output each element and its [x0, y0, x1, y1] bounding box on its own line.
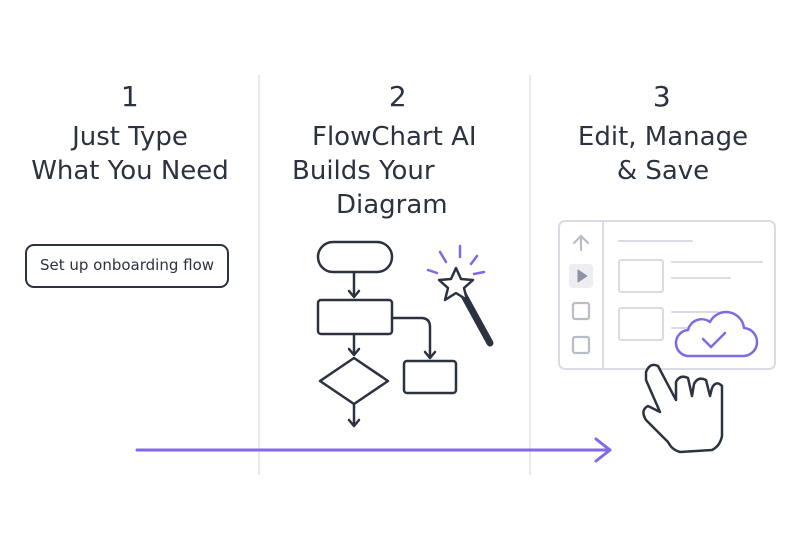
step-1-title-line-2: What You Need	[31, 156, 229, 186]
step-3-title: Edit, Manage & Save	[532, 120, 794, 188]
step-2-title-line-1: FlowChart AI	[312, 122, 477, 152]
step-3-title-line-1: Edit, Manage	[577, 122, 749, 152]
step-2-number: 2	[388, 80, 408, 113]
step-2-title-line-2: Builds Your	[292, 156, 435, 186]
step-1-number: 1	[120, 80, 140, 113]
step-1-title: Just Type What You Need	[0, 120, 263, 188]
step-1-title-line-1: Just Type	[72, 122, 188, 152]
step-3-number: 3	[652, 80, 672, 113]
step-2-title: FlowChart AI Builds Your Diagram	[292, 120, 562, 222]
step-3-title-line-2: & Save	[616, 156, 710, 186]
column-divider-2	[529, 75, 531, 475]
prompt-input[interactable]: Set up onboarding flow	[25, 244, 229, 288]
column-divider-1	[258, 75, 260, 475]
step-2-title-line-3: Diagram	[336, 190, 448, 220]
